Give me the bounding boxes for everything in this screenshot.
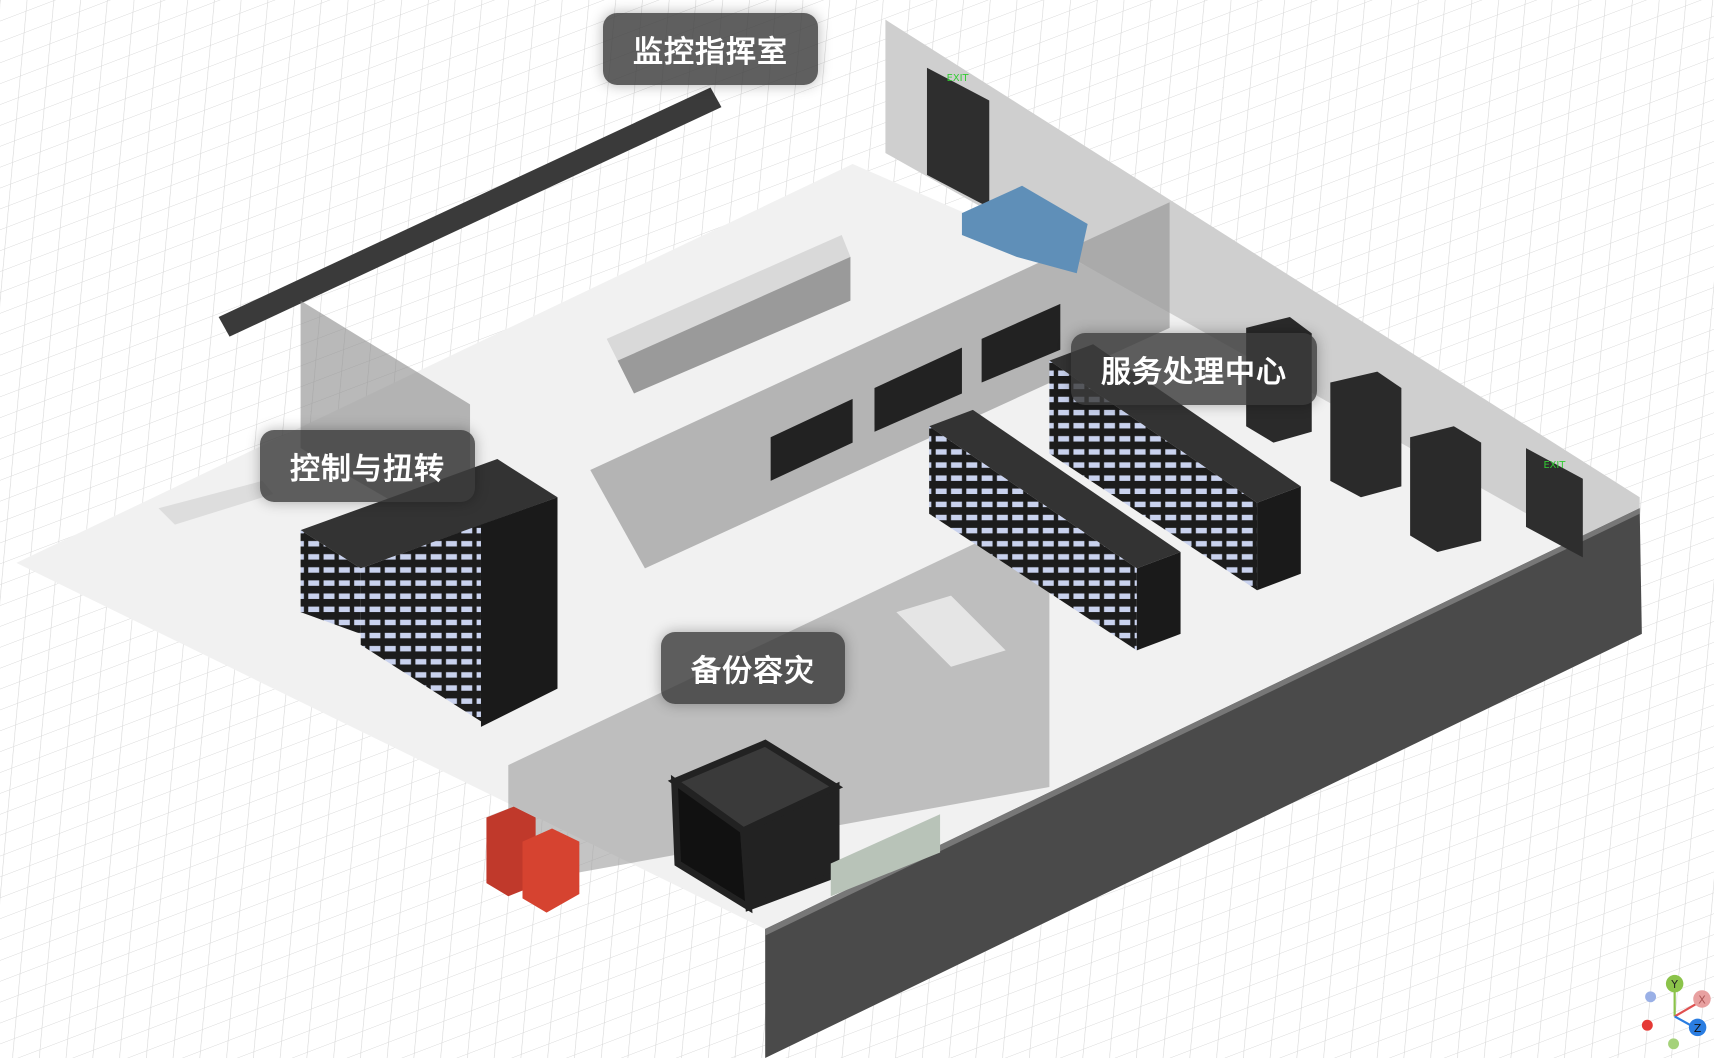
x-axis-icon[interactable] — [1693, 990, 1711, 1008]
y-axis-icon[interactable] — [1665, 974, 1684, 993]
axis-gizmo[interactable]: Y X Z — [1641, 974, 1711, 1050]
zone-label-control[interactable]: 控制与扭转 — [260, 430, 475, 502]
fire-cabinet — [486, 806, 580, 913]
front-wall — [765, 508, 1642, 1058]
exit-door[interactable]: EXIT — [926, 67, 990, 208]
operator-desk — [606, 234, 851, 361]
zone-label-backup[interactable]: 备份容灾 — [661, 632, 845, 704]
zone-label-service[interactable]: 服务处理中心 — [1071, 333, 1317, 405]
exit-sign: EXIT — [947, 73, 970, 84]
axis-label-y: Y — [1670, 978, 1678, 991]
z-axis-icon[interactable] — [1688, 1018, 1707, 1037]
axis-label-x: X — [1698, 993, 1706, 1006]
server-rack-group — [300, 459, 558, 727]
desk — [158, 480, 274, 525]
zone-label-monitor[interactable]: 监控指挥室 — [603, 13, 818, 85]
back-wall — [885, 19, 1640, 547]
desk — [896, 595, 1006, 667]
exit-sign: EXIT — [1543, 460, 1566, 471]
axis-label-z: Z — [1694, 1022, 1701, 1035]
sofa — [961, 185, 1088, 274]
exit-door[interactable]: EXIT — [1525, 448, 1583, 558]
screens — [770, 303, 1061, 481]
video-wall — [218, 87, 722, 337]
ups-cabinet — [830, 814, 941, 897]
glass-partition — [590, 202, 1170, 569]
